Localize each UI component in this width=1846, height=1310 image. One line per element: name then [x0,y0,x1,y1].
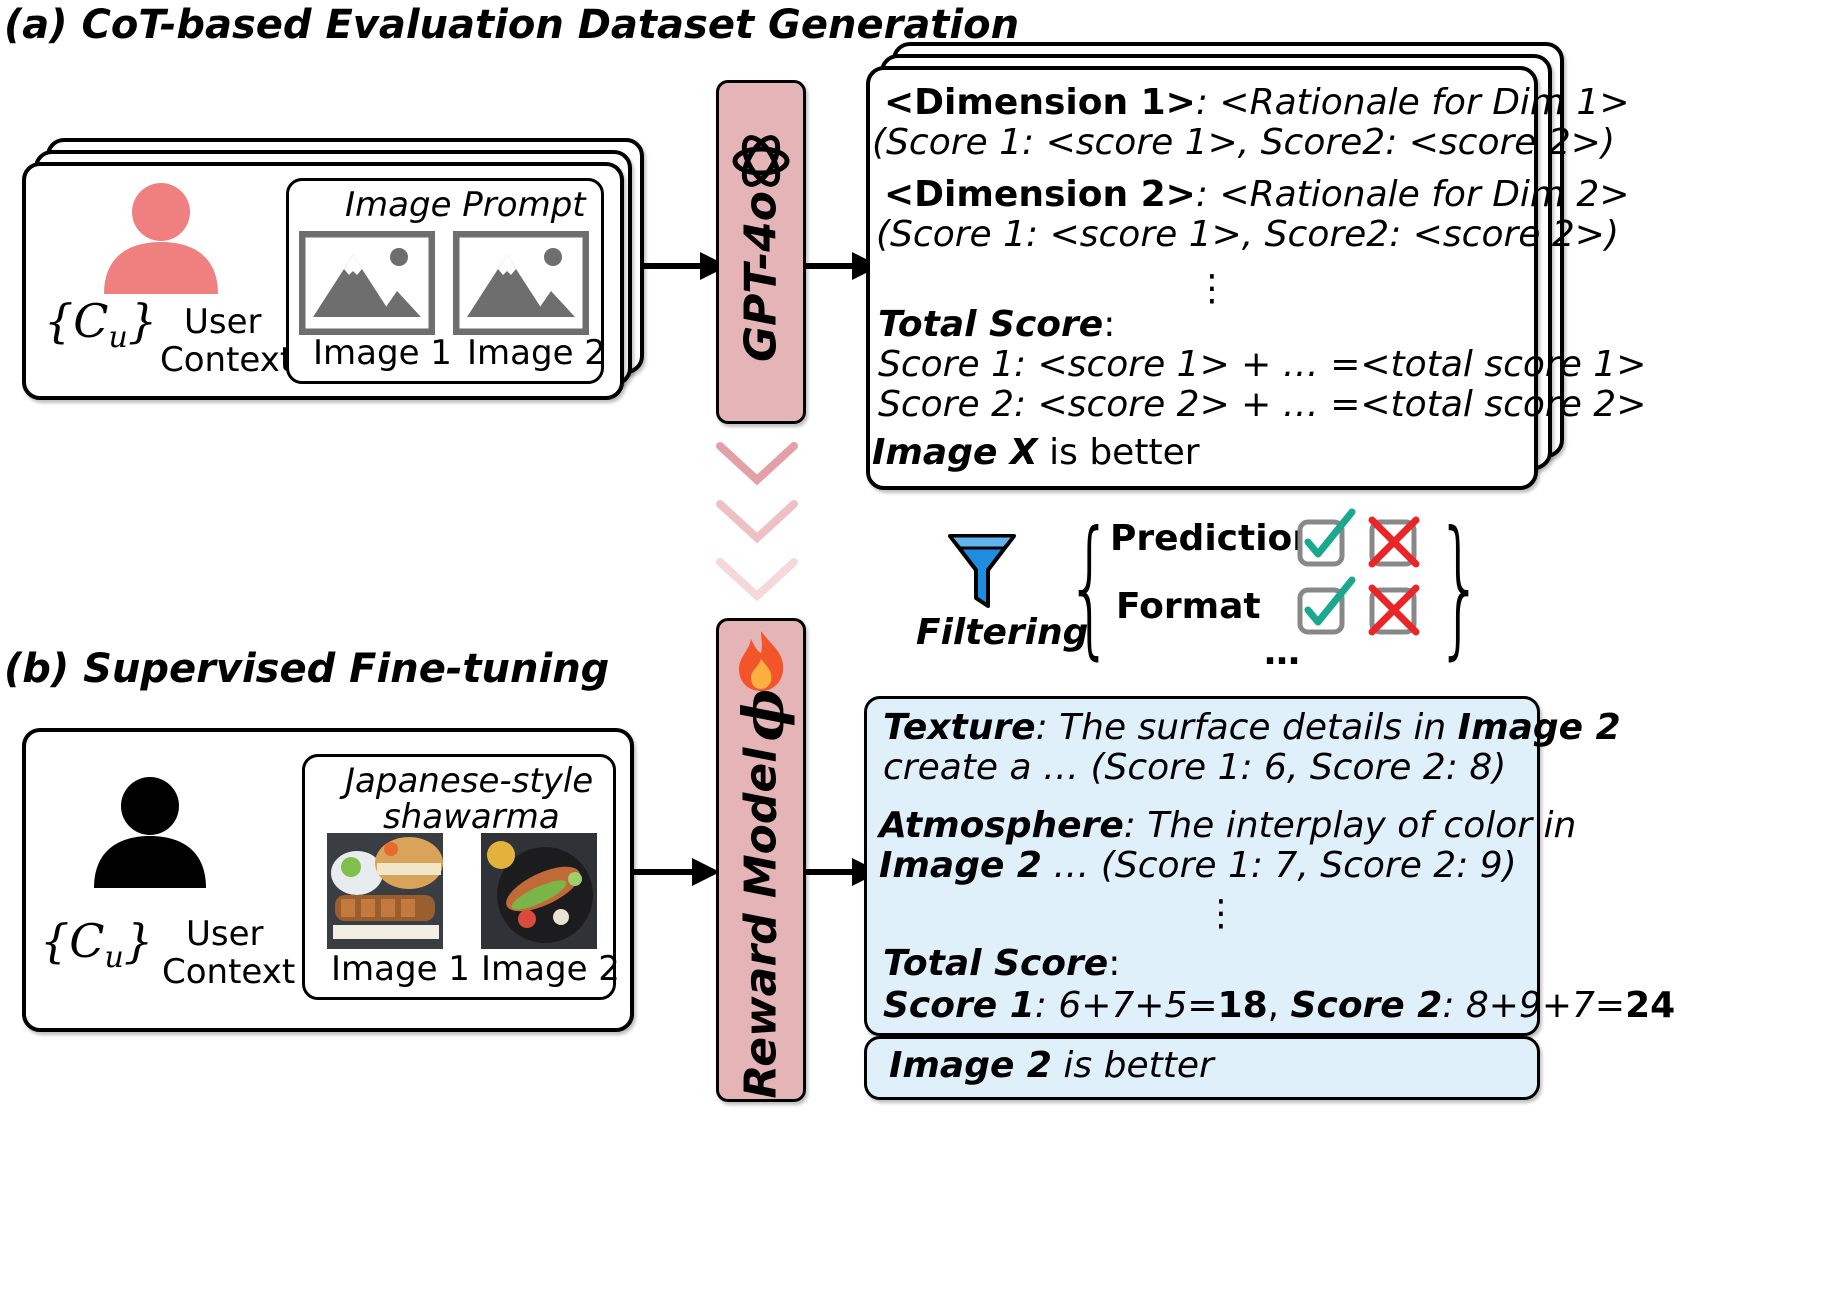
image-prompt-box: Image Prompt Image 1 Image 2 [286,178,606,384]
output-card-a: <Dimension 1>: <Rationale for Dim 1> (Sc… [866,66,1646,490]
user-context-label-line2: Context [162,952,296,992]
image-1-label: Image 1 [331,949,470,989]
prompt-text-line2: shawarma [383,797,560,837]
reward-model-label: Reward Model [735,747,787,1099]
total-score-values: Score 1: 6+7+5=18, Score 2: 8+9+7=24 [883,985,1676,1026]
verdict-box-b: Image 2 is better [864,1036,1540,1100]
section-a-title: (a) CoT-based Evaluation Dataset Generat… [4,2,1020,48]
image-2-label: Image 2 [481,949,620,989]
output-card-b: Texture: The surface details in Image 2 … [864,696,1675,1036]
context-symbol: {Cu} [44,294,158,356]
arrow-input-to-reward-model [634,858,720,886]
total-score-label: Total Score: [883,943,1121,984]
flow-chevrons-icon [716,442,798,602]
total-score-line-2: Score 2: <score 2> + … =<total score 2> [878,384,1647,425]
dim2-scores: (Score 1: <score 1>, Score2: <score 2>) [876,214,1620,255]
left-brace: { [1066,500,1114,674]
prompt-text-line1: Japanese-style [345,761,594,801]
gpt-4o-bar: GPT-4o [716,80,806,424]
image-placeholder-icon [453,231,589,335]
food-image-1 [327,833,443,949]
arrow-input-to-gpt [642,252,728,280]
image-placeholder-icon [299,231,435,335]
check-icon [1297,576,1356,635]
dim2-line: <Dimension 2>: <Rationale for Dim 2> [884,174,1630,215]
texture-scores: create a … (Score 1: 6, Score 2: 8) [883,747,1507,788]
total-score-label: Total Score: [878,304,1116,345]
cross-icon [1368,516,1420,568]
dim1-scores: (Score 1: <score 1>, Score2: <score 2>) [872,122,1616,163]
criteria-more: … [1264,632,1300,673]
funnel-icon [948,534,1016,608]
verdict-b: Image 2 is better [889,1045,1214,1086]
right-brace: } [1436,500,1484,674]
verdict-a: Image X is better [872,432,1200,473]
gpt-4o-label: GPT-4o [735,191,787,363]
output-a-ellipsis: ⋮ [1194,268,1230,309]
atmosphere-scores: Image 2 … (Score 1: 7, Score 2: 9) [879,845,1517,886]
fire-icon [739,631,784,691]
cross-icon [1368,584,1420,636]
user-icon [104,183,218,294]
image-1-label: Image 1 [313,333,452,373]
openai-logo-icon [732,135,790,187]
user-context-label-line1: User [186,914,264,954]
input-card-b: {Cu} User Context Japanese-style shawarm… [22,728,634,1032]
user-icon [94,777,206,888]
food-image-2 [481,833,597,949]
atmosphere-line: Atmosphere: The interplay of color in [879,805,1577,846]
reward-model-bar: ϕ Reward Model [716,618,806,1102]
user-context-label-line2: Context [160,340,294,380]
dim1-line: <Dimension 1>: <Rationale for Dim 1> [884,82,1630,123]
image-2-label: Image 2 [467,333,606,373]
section-b-title: (b) Supervised Fine-tuning [4,646,610,692]
check-icon [1297,508,1356,567]
input-card-a: {Cu} User Context Image Prompt Image 1 I… [22,162,624,400]
image-prompt-label: Image Prompt [345,185,586,225]
output-b-ellipsis: ⋮ [1203,893,1239,934]
criterion-format: Format [1116,586,1261,627]
criterion-prediction: Prediction [1110,518,1318,559]
total-score-line-1: Score 1: <score 1> + … =<total score 1> [878,344,1647,385]
filtering-label: Filtering [916,612,1089,653]
image-prompt-box: Japanese-style shawarma Image 1 [302,754,620,1000]
user-context-label-line1: User [184,302,262,342]
texture-line: Texture: The surface details in Image 2 [883,707,1621,748]
context-symbol: {Cu} [40,914,154,976]
